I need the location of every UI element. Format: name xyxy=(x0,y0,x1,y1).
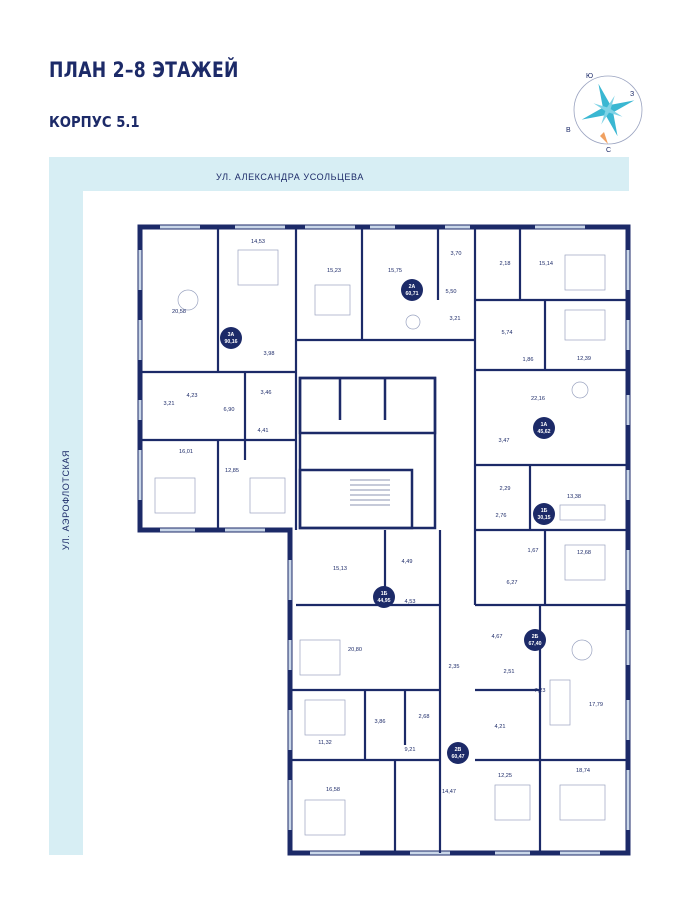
room-area: 22,16 xyxy=(531,396,545,402)
svg-text:1Б: 1Б xyxy=(381,591,388,597)
svg-text:90,16: 90,16 xyxy=(225,339,238,345)
room-area: 13,38 xyxy=(567,494,581,500)
room-area: 3,46 xyxy=(261,390,272,396)
room-area: 9,21 xyxy=(405,747,416,753)
room-area: 2,29 xyxy=(500,486,511,492)
room-area: 4,21 xyxy=(495,724,506,730)
room-area: 3,21 xyxy=(164,401,175,407)
room-area: 14,53 xyxy=(251,239,265,245)
room-area: 3,98 xyxy=(264,351,275,357)
room-area: 6,27 xyxy=(507,580,518,586)
room-area: 4,23 xyxy=(187,393,198,399)
room-area: 11,32 xyxy=(318,740,332,746)
furniture xyxy=(154,249,606,836)
svg-text:3А: 3А xyxy=(228,332,235,338)
room-area: 18,74 xyxy=(576,768,590,774)
compass-star xyxy=(581,83,635,137)
room-area: 5,50 xyxy=(446,289,457,295)
room-area: 15,23 xyxy=(327,268,341,274)
street-left-band xyxy=(49,157,83,855)
room-area: 14,47 xyxy=(442,789,456,795)
room-area: 2,35 xyxy=(449,664,460,670)
room-area: 17,79 xyxy=(589,702,603,708)
exterior-walls xyxy=(137,224,631,856)
compass-north-tip xyxy=(600,132,608,144)
room-area: 5,74 xyxy=(502,330,513,336)
room-area: 3,47 xyxy=(499,438,510,444)
street-top-label: УЛ. АЛЕКСАНДРА УСОЛЬЦЕВА xyxy=(216,172,364,182)
room-area: 12,85 xyxy=(225,468,239,474)
room-area: 2,68 xyxy=(419,714,430,720)
room-area: 12,39 xyxy=(577,356,591,362)
svg-text:2В: 2В xyxy=(455,747,462,753)
svg-text:30,15: 30,15 xyxy=(538,515,551,521)
room-area: 4,67 xyxy=(492,634,503,640)
room-area: 20,80 xyxy=(348,647,362,653)
room-area: 15,75 xyxy=(388,268,402,274)
street-top-band xyxy=(49,157,629,191)
room-area: 4,41 xyxy=(258,428,269,434)
room-area: 1,86 xyxy=(523,357,534,363)
svg-text:44,95: 44,95 xyxy=(378,598,391,604)
svg-text:45,62: 45,62 xyxy=(538,429,551,435)
room-area: 15,13 xyxy=(333,566,347,572)
building-label: КОРПУС 5.1 xyxy=(49,113,140,131)
room-area: 20,58 xyxy=(172,309,186,315)
room-area: 4,49 xyxy=(402,559,413,565)
svg-text:2А: 2А xyxy=(409,284,416,290)
stair-steps xyxy=(350,479,390,506)
compass-icon: Ю З С В xyxy=(566,73,643,154)
room-area: 12,25 xyxy=(498,773,512,779)
compass-n: Ю xyxy=(586,73,593,80)
room-area: 6,90 xyxy=(224,407,235,413)
room-area: 15,14 xyxy=(539,261,553,267)
room-area: 4,53 xyxy=(405,599,416,605)
svg-text:60,71: 60,71 xyxy=(406,291,419,297)
svg-text:1Б: 1Б xyxy=(541,508,548,514)
room-area: 3,70 xyxy=(451,251,462,257)
compass-s: С xyxy=(606,147,611,154)
stair-core xyxy=(298,376,437,530)
room-area: 1,67 xyxy=(528,548,539,554)
room-area: 16,01 xyxy=(179,449,193,455)
room-area: 3,21 xyxy=(450,316,461,322)
svg-text:1А: 1А xyxy=(541,422,548,428)
svg-text:67,40: 67,40 xyxy=(529,641,542,647)
room-area-labels: 14,53 15,23 15,75 3,70 2,18 15,14 20,58 … xyxy=(164,239,603,795)
interior-walls xyxy=(140,227,628,853)
svg-text:2Б: 2Б xyxy=(532,634,539,640)
page-title: ПЛАН 2–8 ЭТАЖЕЙ xyxy=(49,58,239,82)
room-area: 2,76 xyxy=(496,513,507,519)
room-area: 7,23 xyxy=(535,688,546,694)
windows xyxy=(138,225,630,855)
room-area: 16,58 xyxy=(326,787,340,793)
svg-text:60,47: 60,47 xyxy=(452,754,465,760)
compass-e: З xyxy=(630,91,634,98)
compass-w: В xyxy=(566,127,571,134)
room-area: 12,68 xyxy=(577,550,591,556)
room-area: 2,51 xyxy=(504,669,515,675)
room-area: 3,86 xyxy=(375,719,386,725)
room-area: 2,18 xyxy=(500,261,511,267)
